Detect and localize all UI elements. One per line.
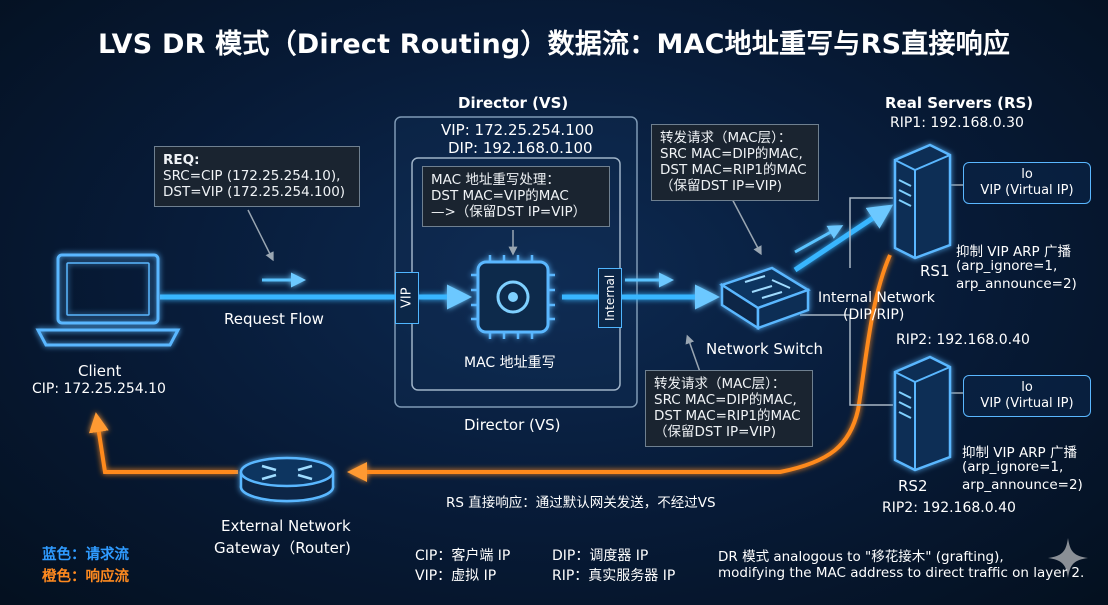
rs1-rip-bottom: RIP2: 192.168.0.40 — [896, 332, 1030, 348]
sparkle-icon — [1048, 538, 1088, 578]
chip-label: MAC 地址重写 — [464, 355, 556, 371]
glossary-rip: RIP：真实服务器 IP — [552, 568, 676, 584]
footnote-line1: DR 模式 analogous to "移花接木" (grafting), — [718, 549, 1004, 565]
forward-note-bottom-head: 转发请求（MAC层）： — [654, 376, 786, 392]
rs1-rip-top: RIP1: 192.168.0.30 — [890, 115, 1024, 131]
page-title: LVS DR 模式（Direct Routing）数据流：MAC地址重写与RS直… — [97, 29, 1011, 60]
request-note-src: SRC=CIP (172.25.254.10), — [163, 168, 341, 184]
legend-request: 蓝色：请求流 — [42, 547, 129, 563]
forward-note-top-head: 转发请求（MAC层）： — [660, 130, 792, 146]
internal-network-label: Internal Network — [818, 290, 935, 306]
rs1-name: RS1 — [920, 262, 950, 280]
rs1-vip-badge: lo VIP (Virtual IP) — [963, 162, 1091, 204]
rs1-vip: VIP (Virtual IP) — [980, 183, 1074, 198]
glossary-dip: DIP：调度器 IP — [552, 548, 649, 564]
client-label: Client — [78, 362, 122, 380]
internal-interface-tag: Internal — [598, 268, 622, 328]
network-switch-icon — [719, 266, 811, 331]
request-packet-note: REQ: SRC=CIP (172.25.254.10), DST=VIP (1… — [154, 146, 360, 207]
rs1-arp-title: 抑制 VIP ARP 广播 — [956, 244, 1071, 260]
server-rs1-icon — [893, 143, 952, 260]
forward-note-top-line1: SRC MAC=DIP的MAC, — [660, 146, 803, 162]
rs2-arp-announce: arp_announce=2) — [962, 477, 1083, 493]
gateway-label: External Network — [221, 517, 351, 535]
footnote-line2: modifying the MAC address to direct traf… — [718, 565, 1085, 581]
glossary-cip: CIP：客户端 IP — [415, 548, 511, 564]
internal-network-sub: (DIP/RIP) — [843, 307, 905, 323]
director-title-bottom: Director (VS) — [464, 416, 561, 434]
forward-note-bottom: 转发请求（MAC层）： SRC MAC=DIP的MAC, DST MAC=RIP… — [645, 370, 813, 447]
rs2-arp-ignore: (arp_ignore=1, — [962, 459, 1064, 475]
glossary-vip: VIP：虚拟 IP — [415, 568, 497, 584]
rs2-lo: lo — [1021, 380, 1033, 395]
forward-note-top-line3: （保留DST IP=VIP) — [660, 178, 783, 194]
rs2-vip-badge: lo VIP (Virtual IP) — [963, 375, 1091, 417]
vip-interface-tag: VIP — [395, 272, 419, 324]
response-path-label: RS 直接响应：通过默认网关发送，不经过VS — [446, 495, 716, 511]
rs2-arp-title: 抑制 VIP ARP 广播 — [962, 445, 1077, 461]
cpu-chip-icon — [471, 255, 555, 339]
rs2-rip: RIP2: 192.168.0.40 — [882, 500, 1016, 516]
real-servers-title: Real Servers (RS) — [885, 94, 1034, 112]
mac-rewrite-note-head: MAC 地址重写处理： — [431, 172, 560, 188]
rs1-lo: lo — [1021, 167, 1033, 182]
request-flow-label: Request Flow — [224, 310, 324, 328]
gateway-sub: Gateway（Router) — [214, 539, 351, 557]
rs1-arp-ignore: (arp_ignore=1, — [956, 258, 1058, 274]
forward-note-bottom-line3: （保留DST IP=VIP) — [654, 424, 777, 440]
request-flow-line — [160, 204, 894, 310]
director-title-top: Director (VS) — [458, 94, 569, 112]
switch-label: Network Switch — [706, 340, 823, 358]
forward-note-top-line2: DST MAC=RIP1的MAC — [660, 162, 807, 178]
director-vip: VIP: 172.25.254.100 — [441, 121, 594, 139]
request-note-dst: DST=VIP (172.25.254.100) — [163, 184, 346, 200]
mac-rewrite-note-line2: —>（保留DST IP=VIP） — [431, 204, 587, 220]
forward-note-top: 转发请求（MAC层）： SRC MAC=DIP的MAC, DST MAC=RIP… — [651, 124, 819, 201]
request-note-head: REQ: — [163, 152, 200, 168]
server-rs2-icon — [893, 355, 952, 472]
router-icon — [239, 456, 335, 503]
legend-response: 橙色：响应流 — [42, 569, 129, 585]
rs2-name: RS2 — [898, 477, 928, 495]
rs1-arp-announce: arp_announce=2) — [956, 276, 1077, 292]
mac-rewrite-note: MAC 地址重写处理： DST MAC=VIP的MAC —>（保留DST IP=… — [422, 166, 610, 227]
forward-note-bottom-line2: DST MAC=RIP1的MAC — [654, 408, 801, 424]
response-flow-line — [88, 254, 892, 482]
mac-rewrite-note-line1: DST MAC=VIP的MAC — [431, 188, 569, 204]
internal-network-lines — [800, 197, 893, 406]
director-dip: DIP: 192.168.0.100 — [448, 139, 593, 157]
forward-note-bottom-line1: SRC MAC=DIP的MAC, — [654, 392, 797, 408]
laptop-icon — [35, 253, 181, 347]
request-flow-arrows — [262, 225, 844, 288]
rs2-vip: VIP (Virtual IP) — [980, 396, 1074, 411]
client-ip: CIP: 172.25.254.10 — [32, 381, 166, 397]
